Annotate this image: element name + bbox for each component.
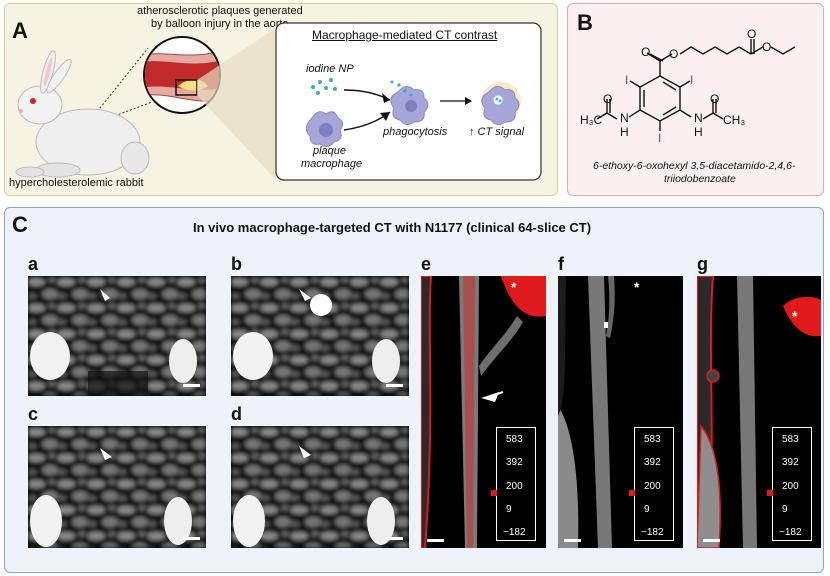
sublabel-a: a [28,254,39,274]
panel-c-letter: C [12,212,28,237]
macrophage-box-title: Macrophage-mediated CT contrast [312,28,498,42]
atom-n-left: N [620,111,629,125]
threshold-marker-f [629,490,635,496]
legend-e-583: 583 [506,434,523,445]
compound-name-line2: triiodobenzoate [664,173,736,185]
atom-o-carbonyl: O [641,45,651,59]
scale-bar-c [183,537,200,540]
sublabel-b: b [231,254,242,274]
ct-image-b [231,276,409,396]
zoom-wedge [197,28,276,180]
threshold-marker-e [491,490,497,496]
legend-g-minus182: −182 [779,527,802,538]
sublabel-c: c [28,404,39,424]
compound-name-line1: 6-ethoxy-6-oxohexyl 3,5-diacetamido-2,4,… [593,160,796,172]
rabbit-label: hypercholesterolemic rabbit [9,177,144,189]
legend-f-392: 392 [644,457,661,468]
panel-b-letter: B [577,10,593,35]
plaque-caption-line2: by balloon injury in the aorta [151,18,289,30]
panel-c-title: In vivo macrophage-targeted CT with N117… [193,220,592,235]
legend-f-583: 583 [644,434,661,445]
plaque-label: plaque [313,145,347,157]
legend-f-200: 200 [644,481,661,492]
panel-a-illustration [15,22,542,181]
hu-legend-e: 583 392 200 9 −182 [496,427,536,541]
atom-n-right: N [694,111,703,125]
atom-iodine-left: I [625,73,629,87]
ct-image-c [28,426,206,548]
legend-e-9: 9 [506,504,512,515]
phagocytosis-label: phagocytosis [383,126,448,138]
legend-e-minus182: −182 [503,527,526,538]
signal-cell [481,82,521,126]
legend-f-9: 9 [644,504,650,515]
atom-o-amide-right: O [710,92,720,106]
scale-bar-g [703,539,720,542]
atom-o-ethyl: O [762,40,772,54]
scale-bar-e [427,539,444,542]
scale-bar-f [564,539,581,542]
methyl-right: CH₃ [723,113,746,127]
iodine-np-label: iodine NP [306,63,354,75]
atom-o-top: O [747,27,757,41]
star-marker-e: * [511,279,517,295]
macrophage-label: macrophage [301,158,363,170]
hu-legend-f: 583 392 200 9 −182 [634,427,674,541]
legend-f-minus182: −182 [641,527,664,538]
ct-image-d [231,426,409,548]
legend-g-583: 583 [782,434,799,445]
panel-a-letter: A [12,18,28,43]
scale-bar-d [386,537,403,540]
threshold-marker-g [767,490,773,496]
hu-legend-g: 583 392 200 9 −182 [772,427,812,541]
atom-h-right: H [694,125,703,139]
scale-bar-b [386,384,403,387]
star-marker-g: * [792,308,798,324]
rabbit-illustration [15,50,150,178]
methyl-left: H₃C [580,113,603,127]
sublabel-f: f [558,254,564,274]
legend-g-392: 392 [782,457,799,468]
atom-iodine-bottom: I [658,131,662,145]
scale-bar-a [183,384,200,387]
chemical-structure [596,39,796,131]
sublabel-e: e [421,254,432,274]
macrophage-cell [306,111,344,148]
plaque-caption-line1: atherosclerotic plaques generated [137,5,303,17]
star-marker-f: * [634,279,640,295]
ct-signal-label: ↑ CT signal [469,126,525,138]
legend-g-9: 9 [782,504,788,515]
atom-o-ester: O [669,47,679,61]
ct-image-a [28,276,206,396]
atom-o-amide-left: O [603,92,613,106]
phagocytosis-cell [390,80,429,126]
legend-e-200: 200 [506,481,523,492]
iodine-nanoparticles [311,78,337,95]
atom-iodine-right: I [690,73,694,87]
legend-g-200: 200 [782,481,799,492]
sublabel-d: d [231,404,242,424]
legend-e-392: 392 [506,457,523,468]
atom-h-left: H [620,125,629,139]
sublabel-g: g [697,254,708,274]
